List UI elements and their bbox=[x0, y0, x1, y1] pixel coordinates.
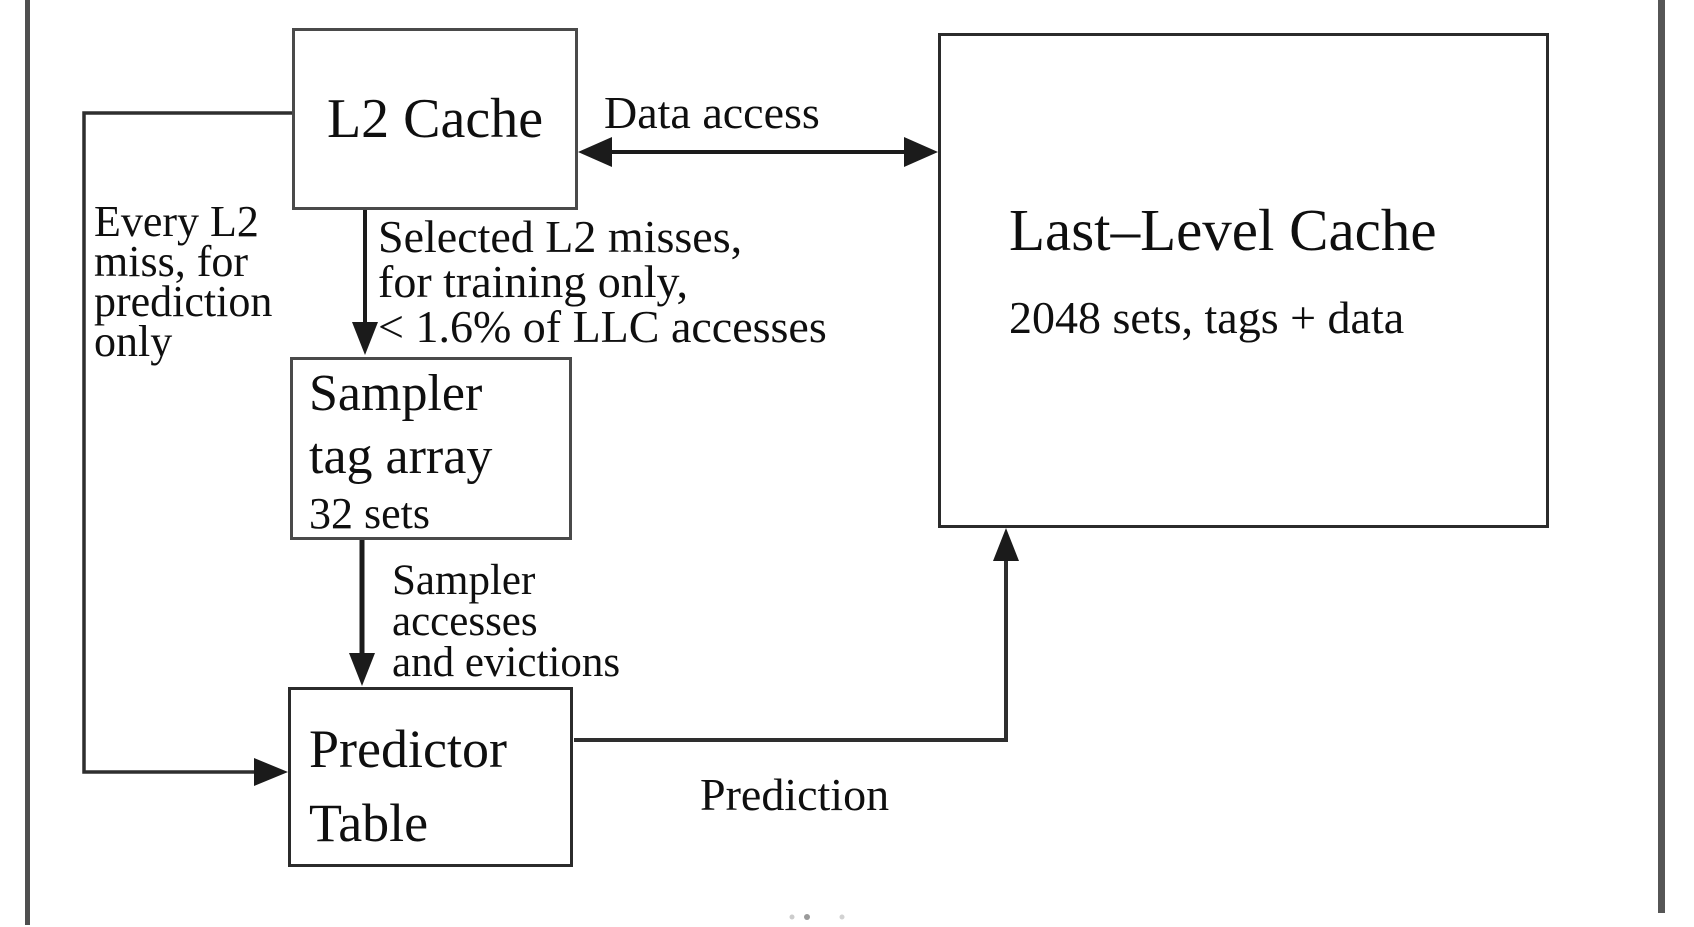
node-predictor-table: Predictor Table bbox=[288, 687, 573, 867]
sampler-title-line1: Sampler bbox=[309, 365, 483, 422]
arrowhead-down-icon bbox=[349, 653, 375, 686]
every-l2-miss-arrow bbox=[82, 111, 292, 786]
l2-cache-title: L2 Cache bbox=[326, 88, 544, 150]
node-sampler-tag-array: Sampler tag array 32 sets bbox=[290, 357, 572, 540]
data-access-label: Data access bbox=[604, 87, 820, 138]
prediction-arrow bbox=[574, 528, 1019, 742]
prediction-label: Prediction bbox=[700, 769, 890, 820]
every-l2-miss-label: Every L2 miss, for prediction only bbox=[94, 197, 273, 366]
arrowhead-down-icon bbox=[352, 322, 378, 355]
l2-to-sampler-arrow bbox=[352, 210, 378, 355]
sampler-title-line2: tag array bbox=[309, 428, 493, 485]
sampler-to-predictor-arrow bbox=[349, 539, 375, 686]
cropped-text-dots bbox=[789, 914, 845, 920]
llc-title: Last–Level Cache bbox=[1009, 197, 1437, 263]
sampler-sets-label: 32 sets bbox=[309, 489, 430, 538]
arrowhead-up-icon bbox=[993, 528, 1019, 561]
arrowhead-right-icon bbox=[904, 137, 938, 167]
data-access-arrow bbox=[578, 137, 938, 167]
predictor-title-line2: Table bbox=[309, 793, 429, 853]
selected-l2-misses-label: Selected L2 misses, for training only, <… bbox=[378, 211, 827, 352]
predictor-title-line1: Predictor bbox=[309, 719, 507, 779]
node-l2-cache: L2 Cache bbox=[292, 28, 578, 210]
left-frame-line bbox=[25, 0, 30, 925]
arrowhead-left-icon bbox=[578, 137, 612, 167]
sampler-accesses-label: Sampler accesses and evictions bbox=[392, 557, 621, 686]
arrowhead-right-icon bbox=[254, 758, 288, 786]
right-frame-line bbox=[1658, 0, 1665, 913]
llc-subtitle: 2048 sets, tags + data bbox=[1009, 292, 1405, 343]
node-last-level-cache: Last–Level Cache 2048 sets, tags + data bbox=[938, 33, 1549, 528]
